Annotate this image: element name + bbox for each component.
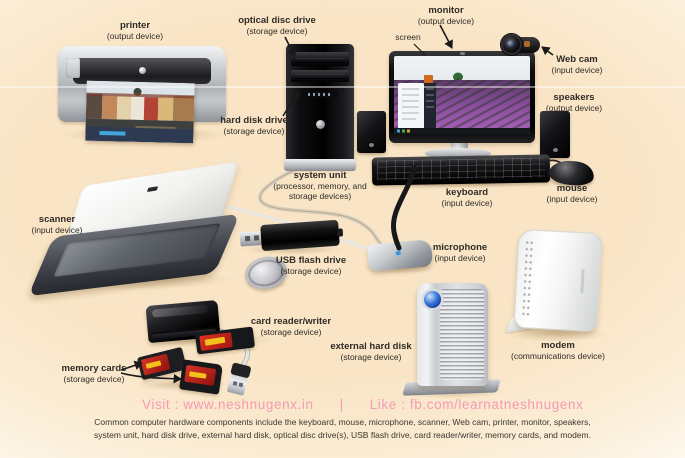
usb-plug-image (226, 372, 249, 396)
webcam-image (501, 34, 540, 55)
watermark: Visit : www.neshnugenx.in | Like : fb.co… (142, 397, 583, 412)
label-memory-cards: memory cards (storage device) (61, 363, 127, 385)
left-speaker-image (357, 111, 386, 153)
monitor-arrow (439, 24, 453, 49)
caption-line-1: Common computer hardware components incl… (94, 417, 591, 427)
memory-card-2-image (179, 359, 223, 395)
webcam-lens (501, 34, 522, 55)
modem-image (513, 228, 603, 333)
scanline-artifact (0, 86, 685, 88)
tower-led-display (302, 91, 338, 98)
monitor-stand-base (425, 148, 491, 159)
label-scanner: scanner (input device) (31, 214, 83, 236)
label-system-unit: system unit (processor, memory, and stor… (273, 170, 367, 202)
screen-image (394, 56, 530, 134)
label-printer: printer (output device) (106, 20, 164, 42)
optical-drive-bay (291, 52, 349, 66)
label-optical-disc-drive: optical disc drive (storage device) (238, 15, 316, 37)
memory-card-1-image (136, 346, 188, 381)
label-monitor: monitor (output device) (417, 5, 475, 27)
caption: Common computer hardware components incl… (0, 416, 685, 442)
external-hdd-button (424, 291, 441, 308)
label-usb-flash-drive: USB flash drive (storage device) (275, 255, 347, 277)
external-hdd-image (417, 283, 488, 386)
label-microphone: microphone (input device) (432, 242, 488, 264)
printer-hp-logo (138, 67, 146, 74)
keyboard-image (371, 154, 551, 186)
tower-hp-logo (315, 120, 325, 129)
monitor-hp-logo (459, 52, 465, 55)
monitor-image (389, 51, 535, 143)
label-hard-disk-drive: hard disk drive (storage device) (220, 115, 288, 137)
watermark-visit: Visit : www.neshnugenx.in (142, 397, 314, 412)
label-card-reader-writer: card reader/writer (storage device) (250, 316, 332, 338)
label-web-cam: Web cam (input device) (551, 54, 603, 76)
printed-photo (85, 80, 195, 144)
optical-drive-bay-2 (291, 70, 349, 82)
watermark-separator: | (339, 397, 344, 412)
caption-line-2: system unit, hard disk drive, external h… (94, 429, 591, 440)
system-unit-image (284, 44, 356, 171)
label-modem: modem (communications device) (510, 340, 605, 362)
label-mouse: mouse (input device) (546, 183, 598, 205)
label-keyboard: keyboard (input device) (441, 187, 493, 209)
label-screen: screen (395, 32, 421, 42)
label-external-hard-disk: external hard disk (storage device) (330, 341, 412, 363)
watermark-like: Like : fb.com/learnatneshnugenx (369, 397, 584, 412)
label-speakers: speakers (output device) (545, 92, 603, 114)
right-speaker-image (540, 111, 570, 158)
